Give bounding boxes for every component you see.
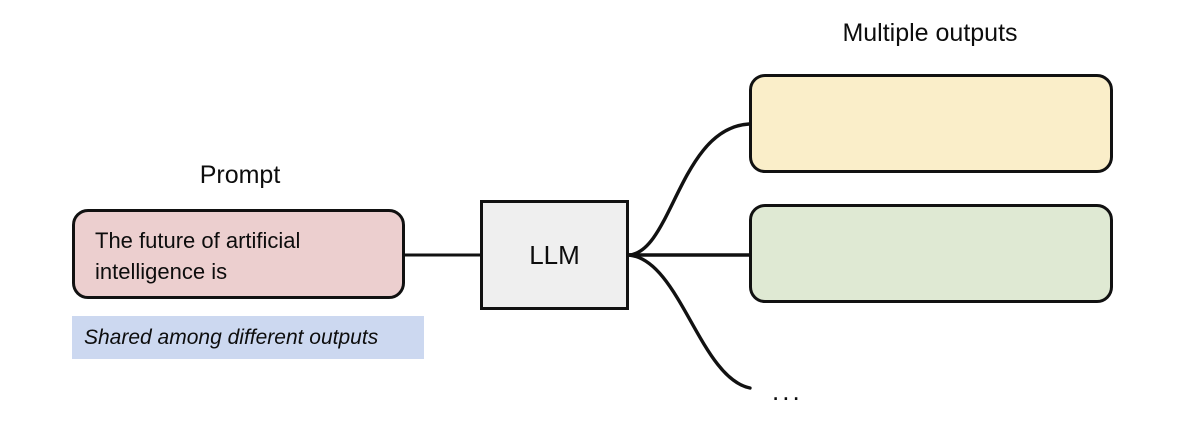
edge-llm-to-output-1 (627, 122, 751, 257)
llm-box[interactable]: LLM (480, 200, 629, 310)
llm-box-label: LLM (529, 240, 580, 270)
outputs-caption: Multiple outputs (842, 19, 1018, 47)
prompt-box[interactable]: The future of artificial intelligence is (72, 209, 405, 299)
edge-llm-to-ellipsis (627, 253, 752, 390)
prompt-caption: Prompt (199, 161, 281, 189)
shared-note-text: Shared among different outputs (84, 325, 379, 349)
prompt-box-text: The future of artificial intelligence is (95, 228, 301, 284)
output-box-1[interactable] (749, 74, 1113, 173)
shared-note-band: Shared among different outputs (72, 316, 424, 359)
ellipsis-label: ... (772, 376, 803, 406)
output-box-2[interactable] (749, 204, 1113, 303)
